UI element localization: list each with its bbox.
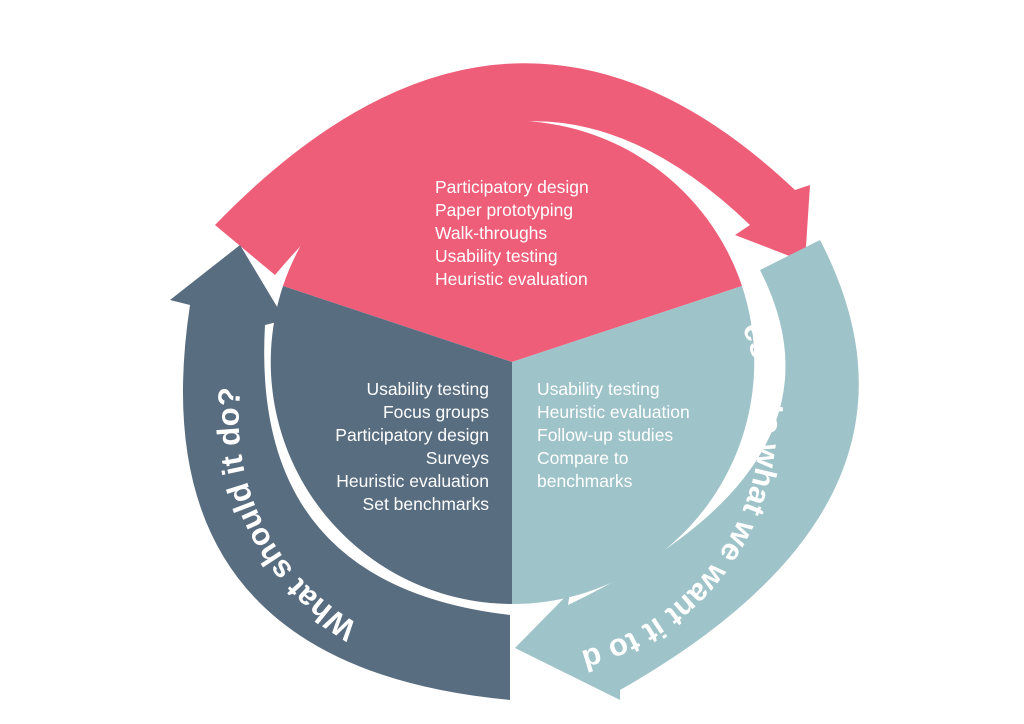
top-arrow <box>215 63 810 275</box>
segment-top-methods: Participatory design Paper prototyping W… <box>435 176 589 291</box>
list-item: Heuristic evaluation <box>435 269 588 289</box>
list-item: Heuristic evaluation <box>336 471 489 491</box>
list-item: Heuristic evaluation <box>537 402 690 422</box>
list-item: Usability testing <box>366 379 489 399</box>
segment-top <box>283 120 742 362</box>
segment-right <box>512 286 755 605</box>
list-item: Surveys <box>425 448 489 468</box>
list-item: Paper prototyping <box>435 200 574 220</box>
right-arrow <box>515 240 859 700</box>
list-item: Walk-throughs <box>435 223 548 243</box>
segment-right-methods: Usability testing Heuristic evaluation F… <box>537 378 690 493</box>
segment-left-methods: Usability testing Focus groups Participa… <box>335 378 489 516</box>
list-item: Usability testing <box>435 246 558 266</box>
list-item: benchmarks <box>537 471 633 491</box>
list-item: Compare to <box>537 448 629 468</box>
list-item: Participatory design <box>335 425 489 445</box>
list-item: Set benchmarks <box>362 494 489 514</box>
left-arrow <box>170 245 510 700</box>
list-item: Focus groups <box>382 402 489 422</box>
list-item: Participatory design <box>435 177 589 197</box>
list-item: Follow-up studies <box>537 425 674 445</box>
list-item: Usability testing <box>537 379 660 399</box>
segment-left <box>270 286 512 604</box>
